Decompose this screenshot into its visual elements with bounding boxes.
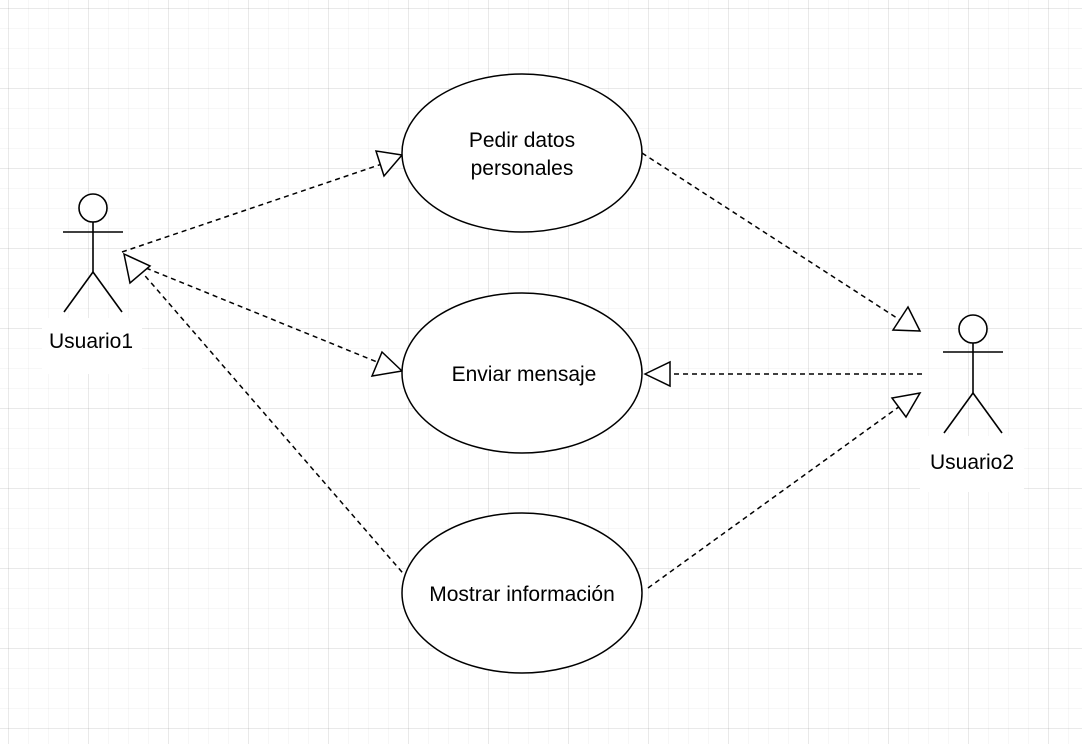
arrowhead-to-usuario2-top xyxy=(891,305,922,332)
use-case-ellipse[interactable] xyxy=(401,512,643,674)
use-case-ellipse[interactable] xyxy=(401,292,643,454)
arrowhead-to-pedir-datos xyxy=(374,150,404,178)
connector-usuario1-enviar-mensaje[interactable] xyxy=(145,267,383,365)
arrowhead-to-usuario2-bottom xyxy=(890,391,922,419)
use-case-label: Mostrar información xyxy=(429,583,615,606)
actor-usuario1[interactable]: Usuario1 xyxy=(42,193,142,374)
actor-label: Usuario1 xyxy=(49,330,133,353)
arrowhead-to-enviar-mensaje-right xyxy=(643,360,671,388)
stick-figure-icon[interactable] xyxy=(63,193,123,313)
actor-label-background xyxy=(42,318,142,374)
connector-mostrar-informacion-usuario1[interactable] xyxy=(139,269,409,580)
use-case-mostrar-informacion[interactable]: Mostrar información xyxy=(401,512,643,674)
arrowheads xyxy=(122,150,922,419)
actor-label: Usuario2 xyxy=(930,451,1014,474)
actor-left-leg xyxy=(63,271,94,313)
actor-usuario2[interactable]: Usuario2 xyxy=(920,314,1024,492)
actor-label-background xyxy=(920,436,1024,492)
connectors xyxy=(121,152,922,589)
actor-left-leg xyxy=(943,392,974,434)
actor-head xyxy=(958,314,988,344)
connector-mostrar-informacion-usuario2[interactable] xyxy=(647,405,901,589)
use-case-label-line2: personales xyxy=(471,157,574,180)
actor-right-leg xyxy=(92,271,123,313)
arrowhead-to-usuario1 xyxy=(122,252,152,285)
use-case-enviar-mensaje[interactable]: Enviar mensaje xyxy=(401,292,643,454)
use-case-pedir-datos[interactable]: Pedir datos personales xyxy=(401,73,643,233)
arrowhead-to-enviar-mensaje xyxy=(370,350,404,377)
stick-figure-icon[interactable] xyxy=(943,314,1003,434)
use-case-ellipse[interactable] xyxy=(401,73,643,233)
use-case-label: Enviar mensaje xyxy=(452,363,597,386)
use-case-label-line1: Pedir datos xyxy=(469,129,575,152)
actor-head xyxy=(78,193,108,223)
connector-usuario1-pedir-datos[interactable] xyxy=(121,163,383,253)
connector-pedir-datos-usuario2[interactable] xyxy=(641,152,901,321)
actor-right-leg xyxy=(972,392,1003,434)
